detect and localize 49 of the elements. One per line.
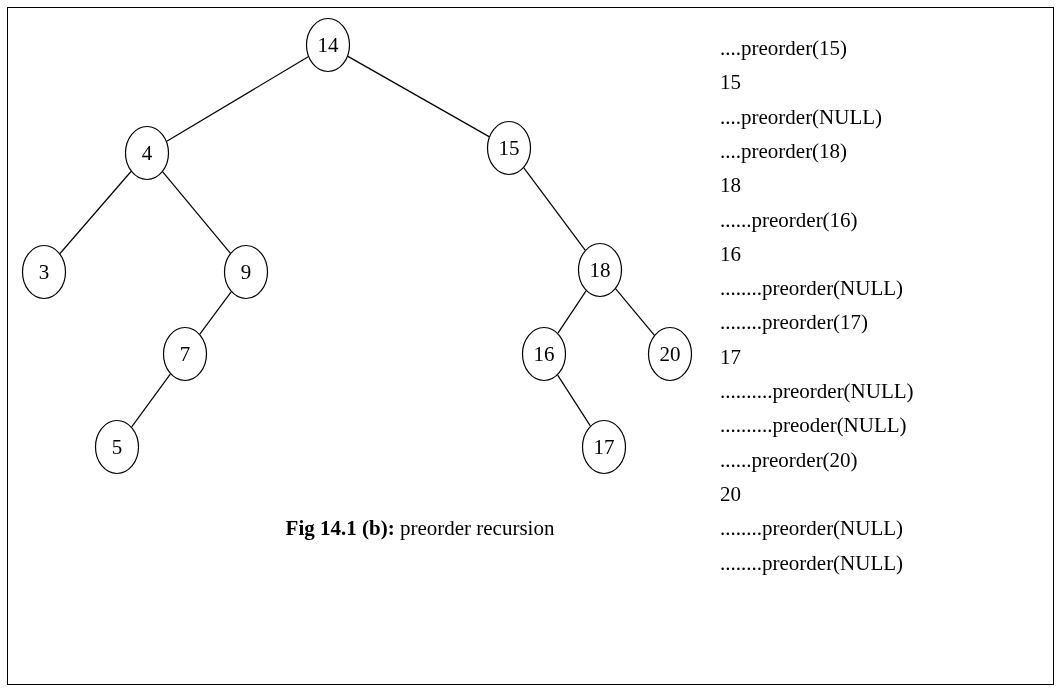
- trace-line: 18: [720, 173, 741, 198]
- trace-line: ........preorder(NULL): [720, 550, 904, 575]
- tree-edge: [59, 170, 132, 255]
- tree-edge: [615, 288, 655, 336]
- trace-line: ....preorder(15): [720, 36, 848, 60]
- node-value: 7: [179, 341, 191, 367]
- tree-edge: [162, 171, 231, 254]
- trace-line: 16: [720, 241, 741, 266]
- node-value: 16: [533, 341, 555, 367]
- trace-line: 20: [720, 481, 741, 506]
- figure-caption: Fig 14.1 (b): preorder recursion: [285, 516, 555, 540]
- trace-line: ......preorder(20): [720, 447, 858, 472]
- node-value: 17: [593, 434, 615, 460]
- tree-node: [22, 245, 66, 299]
- trace-line: ..........preorder(NULL): [720, 379, 914, 403]
- trace-line: ..........preoder(NULL): [720, 413, 907, 438]
- tree-node: [306, 18, 350, 72]
- node-value: 5: [111, 434, 123, 460]
- trace-line: ....preorder(NULL): [720, 104, 883, 129]
- tree-edge: [523, 167, 586, 251]
- tree-edge: [557, 290, 587, 334]
- node-value: 15: [498, 135, 520, 161]
- tree-node: [578, 243, 622, 297]
- node-value: 9: [240, 259, 252, 285]
- tree-node: [648, 327, 692, 381]
- tree-node: [125, 126, 169, 180]
- tree-edge: [557, 374, 591, 427]
- trace-line: 17: [720, 344, 741, 369]
- tree-node: [224, 245, 268, 299]
- node-value: 3: [38, 259, 50, 285]
- tree-edge: [199, 291, 232, 335]
- tree-node: [487, 121, 531, 175]
- node-value: 18: [589, 257, 611, 283]
- trace-line: 15: [720, 70, 741, 95]
- trace-line: ....preorder(18): [720, 138, 848, 163]
- trace-line: ........preorder(17): [720, 310, 869, 335]
- tree-edge: [166, 56, 309, 142]
- tree-edge: [131, 373, 171, 428]
- tree-node: [582, 420, 626, 474]
- tree-node: [163, 327, 207, 381]
- node-value: 4: [141, 140, 153, 166]
- tree-node: [95, 420, 139, 474]
- trace-line: ......preorder(16): [720, 207, 858, 232]
- tree-edge: [347, 55, 490, 138]
- node-value: 14: [317, 32, 339, 58]
- trace-line: ........preorder(NULL): [720, 516, 904, 541]
- trace-line: ........preorder(NULL): [720, 276, 904, 301]
- node-value: 20: [659, 341, 681, 367]
- tree-node: [522, 327, 566, 381]
